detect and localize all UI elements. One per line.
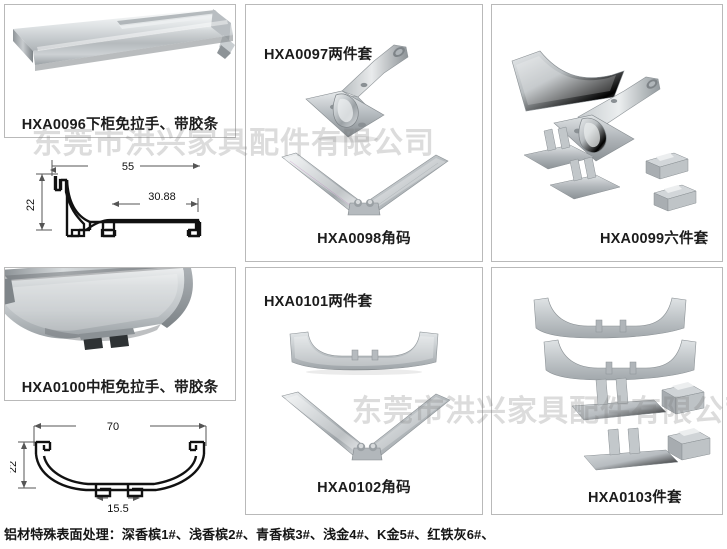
label-hxa0102: HXA0102角码 <box>317 480 411 496</box>
dim-width-70: 70 <box>107 421 119 433</box>
label-hxa0100: HXA0100中柜免拉手、带胶条 <box>21 380 219 396</box>
six-piece-set-photo-hxa0099 <box>506 39 716 219</box>
panel-hxa0096-photo-inner: HXA0096下柜免拉手、带胶条 <box>5 5 235 137</box>
angle-bracket-photo-hxa0102 <box>278 390 454 470</box>
panel-hxa0100-photo-inner: HXA0100中柜免拉手、带胶条 <box>5 268 235 400</box>
aluminium-profile-render <box>13 9 235 71</box>
dim-inner-3088: 30.88 <box>148 191 176 203</box>
panel-bottom-right-inner: HXA0103件套 <box>492 268 722 514</box>
piece-set-photo-hxa0103 <box>508 288 716 480</box>
panel-hxa0096-photo: HXA0096下柜免拉手、带胶条 <box>4 4 236 138</box>
angle-bracket-photo-hxa0098 <box>278 151 452 221</box>
label-hxa0098: HXA0098角码 <box>317 231 411 247</box>
label-hxa0099: HXA0099六件套 <box>600 231 709 247</box>
aluminium-profile-photo-hxa0096 <box>7 7 235 111</box>
label-hxa0097: HXA0097两件套 <box>264 47 373 63</box>
panel-top-right-inner: HXA0099六件套 <box>492 5 722 261</box>
panel-top-middle-inner: HXA0097两件套 <box>246 5 482 261</box>
bracket-photo-hxa0097 <box>298 33 428 145</box>
panel-hxa0103: HXA0103件套 <box>491 267 723 515</box>
label-hxa0103: HXA0103件套 <box>588 490 682 506</box>
surface-treatment-note: 铝材特殊表面处理：深香槟1#、浅香槟2#、青香槟3#、浅金4#、K金5#、红铁灰… <box>4 527 495 542</box>
label-hxa0101: HXA0101两件套 <box>264 294 373 310</box>
dim-inner-155: 15.5 <box>107 503 128 515</box>
aluminium-profile-photo-hxa0100 <box>5 268 235 374</box>
panel-hxa0100-photo: HXA0100中柜免拉手、带胶条 <box>4 267 236 401</box>
curved-plate-photo-hxa0101 <box>284 330 444 376</box>
dim-height-22: 22 <box>25 199 37 211</box>
drawing-hxa0096-cross-section: 55 22 30.88 <box>10 150 232 258</box>
drawing-hxa0100-cross-section: 70 22 15.5 <box>10 412 232 518</box>
dim-height-22-bottom: 22 <box>10 461 19 473</box>
label-hxa0096: HXA0096下柜免拉手、带胶条 <box>21 117 219 133</box>
panel-bottom-middle-inner: HXA0101两件套 <box>246 268 482 514</box>
panel-hxa0101-hxa0102: HXA0101两件套 <box>245 267 483 515</box>
panel-hxa0097-hxa0098: HXA0097两件套 <box>245 4 483 262</box>
dim-width-55: 55 <box>122 161 134 173</box>
panel-hxa0099: HXA0099六件套 <box>491 4 723 262</box>
